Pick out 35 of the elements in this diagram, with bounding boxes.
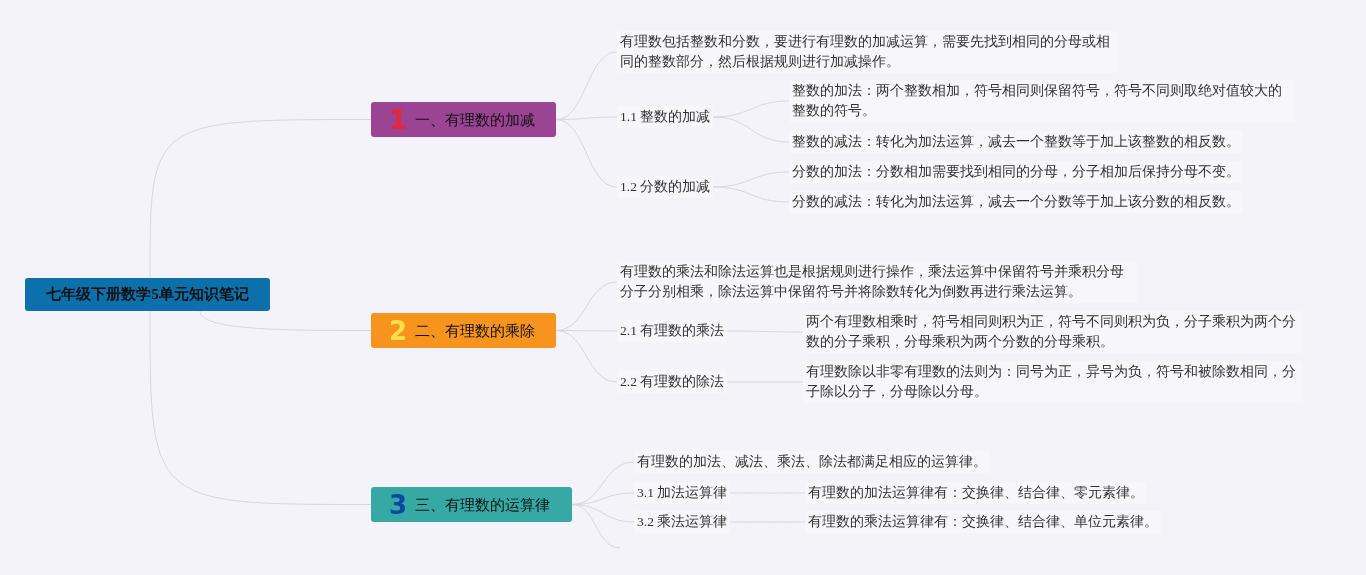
branch-box xyxy=(371,102,556,137)
topic-text: 分数的减法：转化为加法运算，减去一个分数等于加上该分数的相反数。 xyxy=(789,191,1243,213)
branch-title: 一、有理数的加减 xyxy=(415,109,536,130)
topic-text: 有理数的加法、减法、乘法、除法都满足相应的运算律。 xyxy=(634,451,990,473)
number-label: 1 xyxy=(389,109,408,130)
topic-text: 有理数的乘法运算律有：交换律、结合律、单位元素律。 xyxy=(805,511,1161,533)
branch-line xyxy=(571,504,621,549)
branch-line xyxy=(199,310,372,331)
branch-title: 三、有理数的运算律 xyxy=(415,494,551,515)
branch-line xyxy=(555,119,618,188)
number-label: 3 xyxy=(389,494,408,515)
branch-line xyxy=(149,310,372,505)
topic-text: 1.2 分数的加减 xyxy=(617,176,714,198)
topic-text: 有理数除以非零有理数的法则为：同号为正，异号为负，符号和被除数相同，分子除以分子，分母除以分母。 xyxy=(803,361,1303,403)
topic-text: 3.1 加法运算律 xyxy=(634,482,731,504)
branch-box xyxy=(371,313,556,348)
branch-title: 二、有理数的乘除 xyxy=(415,320,536,341)
topic-text: 整数的加法：两个整数相加，符号相同则保留符号，符号不同则取绝对值较大的整数的符号。 xyxy=(789,80,1294,122)
topic-text: 有理数的加法运算律有：交换律、结合律、零元素律。 xyxy=(805,482,1147,504)
branch-line xyxy=(712,186,790,203)
branch-box xyxy=(371,487,572,522)
branch-line xyxy=(712,116,790,143)
topic-text: 两个有理数相乘时，符号相同则积为正，符号不同则积为负，分子乘积为两个分数的分子乘积，分母乘积为两个分数的分母乘积。 xyxy=(803,311,1303,353)
topic-text: 分数的加法：分数相加需要找到相同的分母，分子相加后保持分母不变。 xyxy=(789,161,1243,183)
number-label: 2 xyxy=(389,320,408,341)
topic-text: 1.1 整数的加减 xyxy=(617,106,714,128)
topic-text: 3.2 乘法运算律 xyxy=(634,511,731,533)
topic-text: 整数的减法：转化为加法运算，减去一个整数等于加上该整数的相反数。 xyxy=(789,131,1243,153)
branch-line xyxy=(555,330,618,383)
root-box: 七年级下册数学5单元知识笔记 xyxy=(25,278,270,311)
topic-text: 2.1 有理数的乘法 xyxy=(617,320,728,342)
topic-text: 2.2 有理数的除法 xyxy=(617,371,728,393)
branch-line xyxy=(149,119,372,279)
topic-text: 有理数包括整数和分数，要进行有理数的加减运算，需要先找到相同的分母或相同的整数部分，然后根据规则进行加减操作。 xyxy=(617,31,1117,73)
topic-text: 有理数的乘法和除法运算也是根据规则进行操作，乘法运算中保留符号并乘积分母分子分别相乘，除法运算中保留符号并将除数转化为倒数再进行乘法运算。 xyxy=(617,261,1137,303)
